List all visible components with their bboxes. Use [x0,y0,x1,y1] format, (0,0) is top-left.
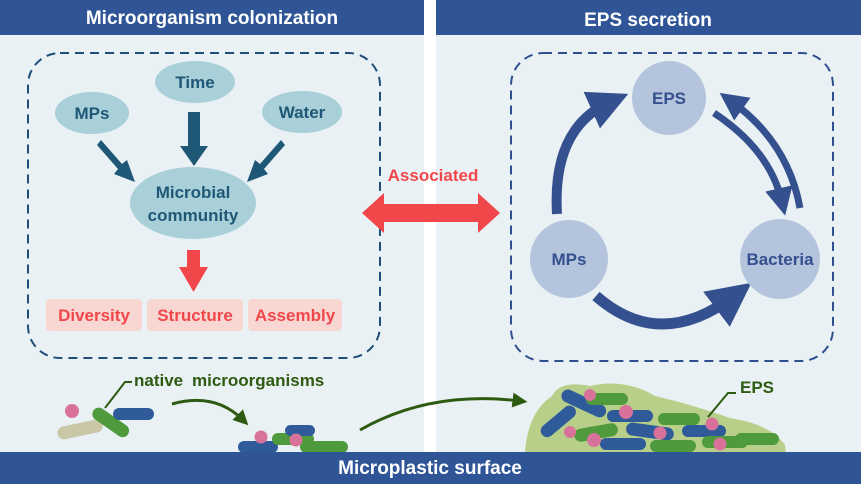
native-label: native [134,371,183,390]
arrow-time-to-community [180,112,208,166]
community-label-line-1: Microbial [156,183,231,202]
microbe-rod [57,419,103,440]
arrow-community-to-outcomes [179,250,208,292]
arrow-bacteria-to-eps [719,92,804,209]
right-panel-title: EPS secretion [584,10,712,31]
microbe-coccus [705,417,719,431]
associated-label: Associated [388,166,479,185]
factor-bubble-time [155,61,235,103]
outcome-box-structure [147,299,243,331]
arrow-mps-to-eps [551,91,629,215]
microbe-rod [285,425,315,436]
microbe-rod [735,433,779,445]
factor-bubble-water [262,91,342,133]
colonizing-cluster [238,425,348,453]
outcome-box-assembly [248,299,342,331]
microbe-coccus [653,426,667,440]
factor-bubble-mps [55,92,129,134]
associated-double-arrow [362,193,500,233]
arrow-water-to-community [247,140,285,182]
eps-biofilm [525,383,786,455]
microplastic-surface-bar [0,452,861,484]
native-microorganisms-leader-line [104,381,132,409]
eps-node [632,61,706,135]
microbe-coccus [587,433,601,447]
microbe-coccus [619,405,633,419]
left-panel-title: Microorganism colonization [86,8,338,29]
microbial-community-bubble [130,167,256,239]
microbe-rod [650,440,696,452]
microbe-rod [574,423,618,442]
microbe-rod [92,407,130,438]
arrow-mps-to-community [97,140,135,182]
arrow-eps-to-bacteria [712,110,793,216]
factor-label-mps: MPs [75,104,110,123]
microbe-coccus [713,437,727,451]
arrow-native-to-surface [171,398,249,426]
left-header-bar [0,0,424,35]
microbe-rod [540,405,576,438]
mps-node [530,220,608,298]
outcome-label-structure: Structure [157,306,233,325]
microbe-rod [586,393,628,405]
community-label-line-2: community [148,206,239,225]
microbe-rod [600,438,646,450]
microorganisms-label: microorganisms [192,371,324,390]
eps-biofilm-label: EPS [740,378,774,397]
eps-leader-line [707,392,736,418]
outcome-label-assembly: Assembly [255,306,336,325]
native-microbe-group [57,404,154,440]
bacteria-node-label: Bacteria [746,250,814,269]
microbe-rod [238,441,278,453]
microbe-rod [561,389,607,418]
microbe-rod [300,441,348,453]
outcome-box-diversity [46,299,142,331]
microbe-rod [658,413,700,425]
microbe-rod [113,408,154,420]
right-dashed-frame [510,52,834,362]
eps-node-label: EPS [652,89,686,108]
microbe-coccus [289,433,303,447]
microbe-coccus [254,430,268,444]
microbe-rod [682,425,726,437]
arrow-mps-to-bacteria [592,282,752,330]
microplastic-surface-label: Microplastic surface [338,458,522,479]
microbe-coccus [65,404,79,418]
microbe-coccus [584,389,596,401]
microbe-coccus [564,426,576,438]
factor-label-time: Time [175,73,214,92]
arrow-colonized-to-biofilm [359,392,528,432]
right-header-bar [436,0,861,35]
bacteria-node [740,219,820,299]
factor-label-water: Water [279,103,326,122]
mps-node-label: MPs [552,250,587,269]
outcome-label-diversity: Diversity [58,306,130,325]
